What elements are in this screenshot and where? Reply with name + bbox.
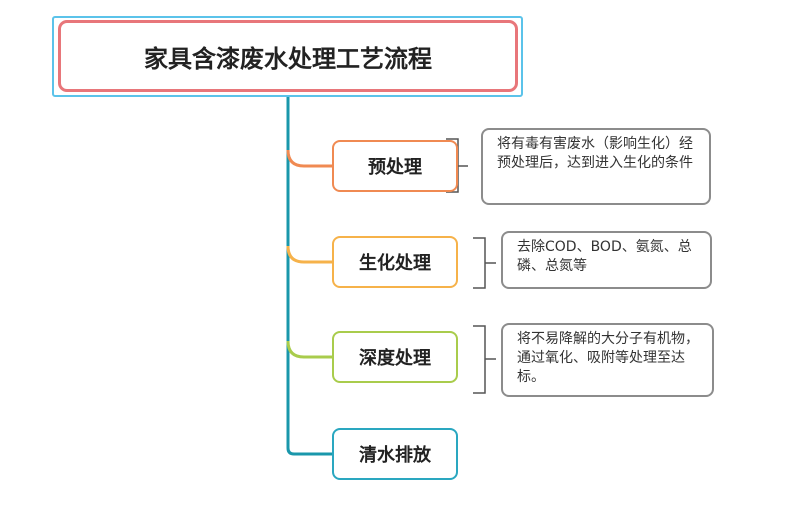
note-pretreatment: 将有毒有害废水（影响生化）经预处理后，达到进入生化的条件	[481, 128, 711, 205]
step-discharge: 清水排放	[332, 428, 458, 480]
diagram-title: 家具含漆废水处理工艺流程	[58, 20, 518, 92]
note-biochemical: 去除COD、BOD、氨氮、总磷、总氮等	[501, 231, 712, 289]
bracket-1	[446, 138, 468, 193]
step-biochemical: 生化处理	[332, 236, 458, 288]
step-pretreatment: 预处理	[332, 140, 458, 192]
branch-3	[286, 340, 333, 359]
bracket-3	[473, 325, 496, 394]
bracket-2	[473, 237, 496, 289]
branch-1	[286, 149, 333, 168]
branch-2	[286, 245, 333, 264]
trunk-line	[286, 97, 333, 456]
title-frame	[52, 16, 523, 97]
step-advanced: 深度处理	[332, 331, 458, 383]
note-advanced: 将不易降解的大分子有机物，通过氧化、吸附等处理至达标。	[501, 323, 714, 397]
